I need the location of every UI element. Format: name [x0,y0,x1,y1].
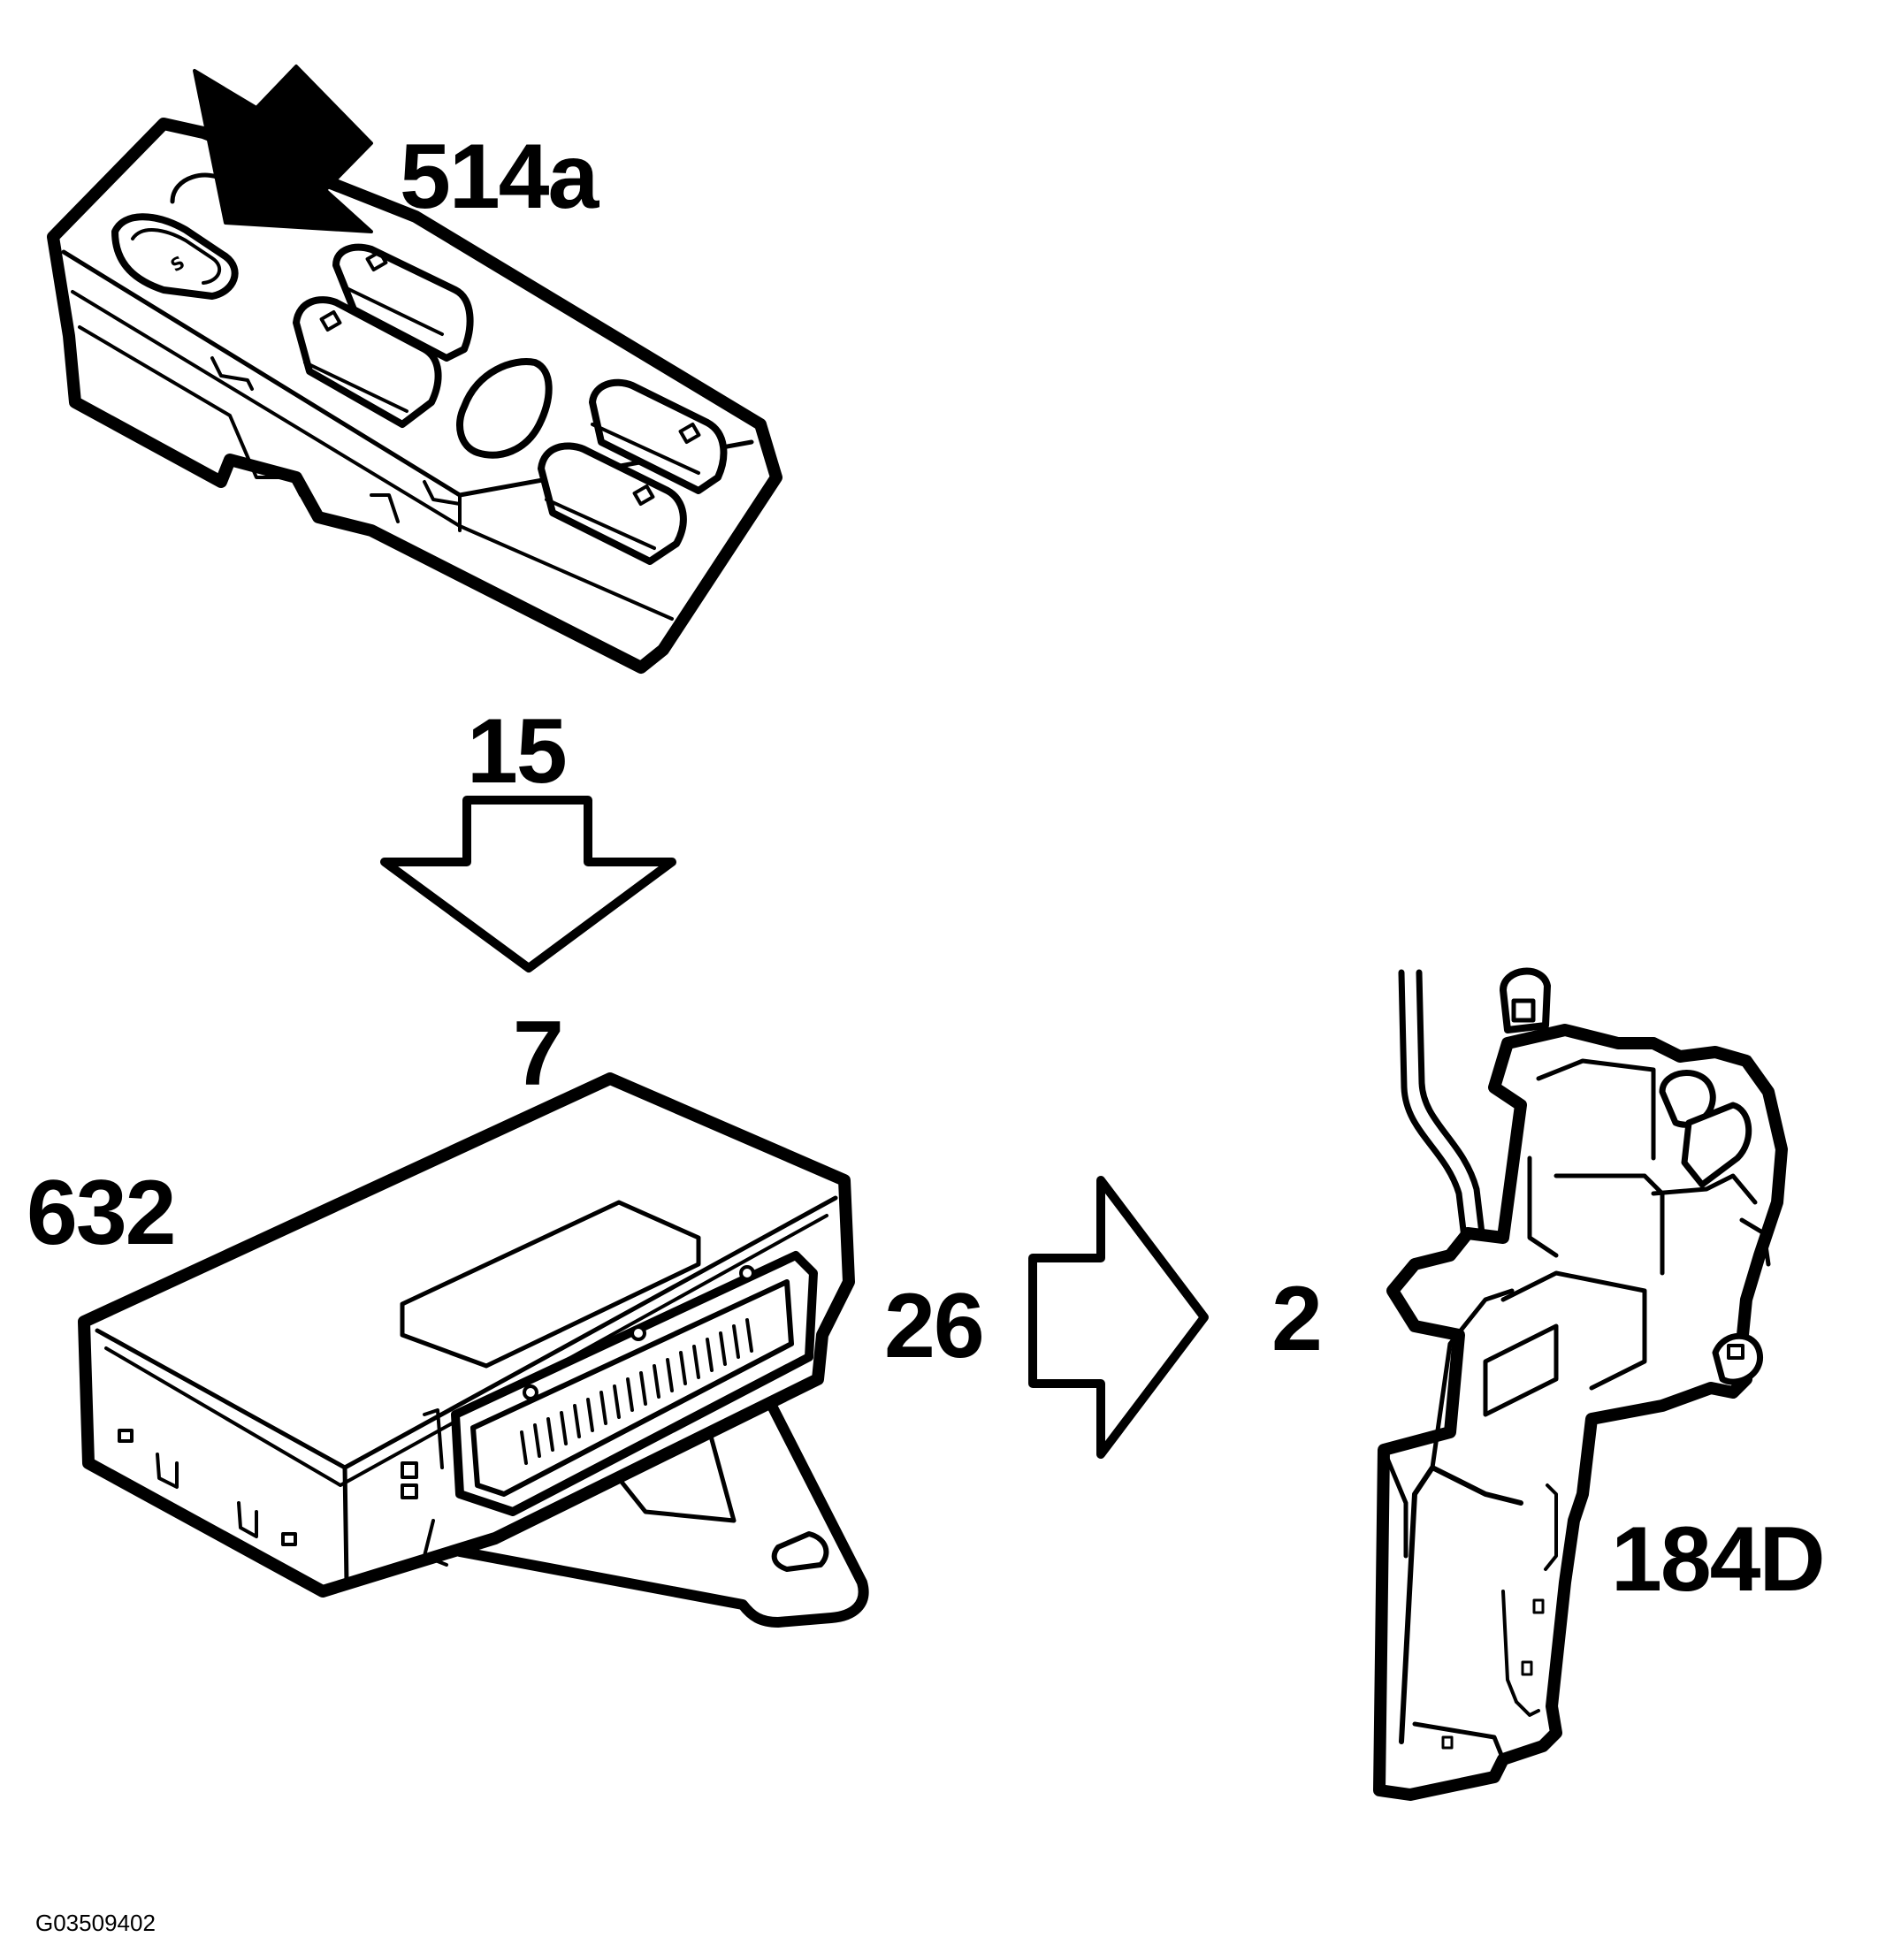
pointer-arrow [193,65,373,233]
signal-arrow-down [380,796,676,972]
label-door-lock: 184D [1611,1508,1826,1611]
label-module-top-pin: 7 [513,1003,564,1105]
door-lock-unit [1373,967,1788,1801]
label-control-module: 632 [27,1162,177,1264]
signal-arrow-right [1028,1176,1209,1459]
label-signal-arrow-right: 26 [884,1275,985,1377]
control-module [78,1072,869,1628]
label-switch-panel: 514a [400,126,599,228]
window-switch-panel: S [47,118,782,674]
label-signal-arrow-top: 15 [467,700,568,803]
figure-code: G03509402 [35,1910,156,1936]
label-lock-pin: 2 [1271,1268,1323,1370]
